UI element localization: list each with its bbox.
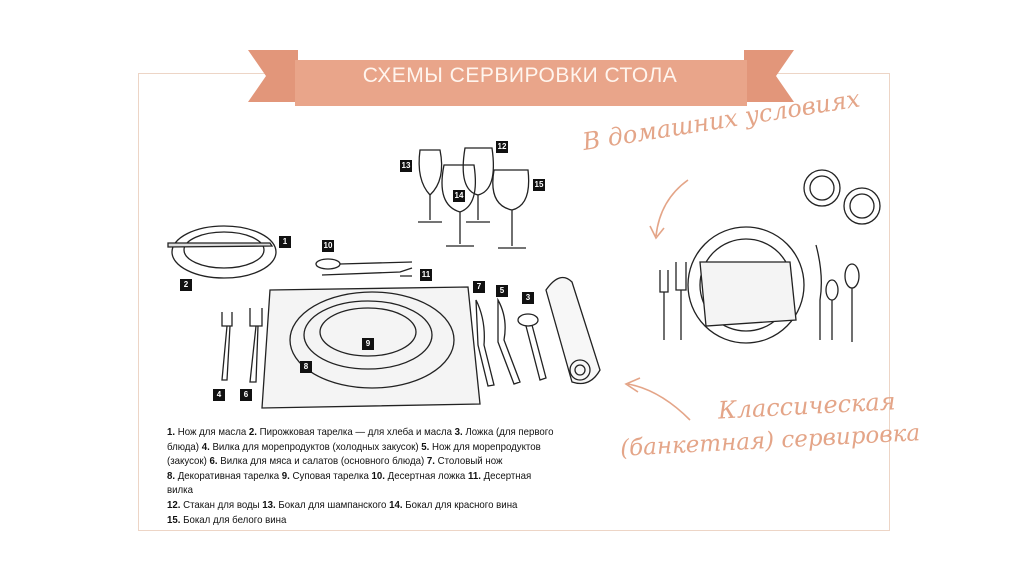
legend-text: Десертная вилка [167,470,532,497]
legend-text: Бокал для белого вина [183,514,287,526]
label-15: 15 [533,179,545,191]
dessert-cutlery [315,258,413,277]
legend-number: 12. [167,499,181,511]
legend-number: 14. [389,499,403,511]
wine-glasses [418,147,530,249]
legend-text: Ложка (для первого блюда) [167,427,554,453]
label-9: 9 [362,338,374,350]
label-1: 1 [279,236,291,248]
legend-text: Нож для масла [177,427,247,438]
label-5: 5 [496,285,508,297]
bread-plate [167,225,277,279]
knives [475,297,547,387]
label-4: 4 [213,389,225,401]
legend-number: 1. [167,427,176,438]
arrows [624,179,691,421]
forks [221,308,263,383]
legend-text: Суповая тарелка [292,470,369,482]
legend-number: 5. [421,441,430,453]
legend-number: 13. [262,499,276,511]
legend-text: Бокал для шампанского [278,499,387,511]
legend-number: 6. [209,456,218,468]
legend-text: Вилка для мяса и салатов (основного блюд… [220,456,425,468]
label-13: 13 [400,160,412,172]
legend-number: 2. [248,427,257,438]
legend-number: 4. [201,441,210,453]
title-ribbon [248,50,794,106]
legend-number: 8. [167,470,176,482]
page-title: СХЕМЫ СЕРВИРОВКИ СТОЛА [362,64,678,87]
legend-number: 11. [467,470,481,482]
legend-text: Стакан для воды [183,499,260,511]
label-10: 10 [322,240,334,252]
legend-number: 9. [281,470,290,482]
label-11: 11 [420,269,432,281]
legend-text: Пирожковая тарелка — для хлеба и масла [259,427,452,438]
legend-number: 10. [371,470,385,482]
napkin-roll [545,276,601,385]
label-7: 7 [473,281,485,293]
label-3: 3 [522,292,534,304]
legend: 1. Нож для масла 2. Пирожковая тарелка —… [167,426,558,528]
legend-number: 3. [454,427,463,438]
legend-number: 7. [426,456,435,468]
legend-text: Бокал для красного вина [405,499,518,511]
label-14: 14 [453,190,465,202]
legend-text: Десертная ложка [387,470,466,482]
label-2: 2 [180,279,192,291]
legend-text: Столовый нож [437,456,503,468]
legend-text: Вилка для морепродуктов (холодных закусо… [212,441,419,453]
legend-number: 15. [167,514,181,526]
legend-text: Декоративная тарелка [177,470,280,482]
label-12: 12 [496,141,508,153]
label-8: 8 [300,361,312,373]
legend-text: Нож для морепродуктов (закусок) [167,441,541,468]
label-6: 6 [240,389,252,401]
home-setting [659,169,881,344]
